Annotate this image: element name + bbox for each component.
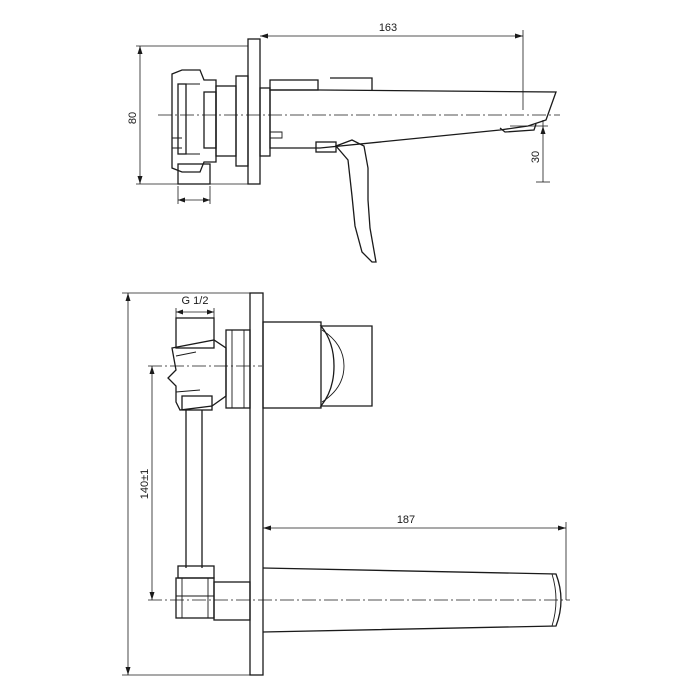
- dim-spout-drop-label: 30: [530, 151, 542, 163]
- dim-stub-width: [177, 186, 211, 204]
- valve-body: [171, 69, 249, 173]
- dim-spout-reach: 187: [263, 514, 567, 600]
- dim-spout-drop-30: 30: [510, 120, 550, 183]
- wall-plate-top: [249, 292, 264, 676]
- mixer-handle-block: [262, 321, 373, 409]
- upper-valve-body: [167, 317, 251, 411]
- dim-length-163: 163: [260, 22, 524, 110]
- dim-height-80: 80: [127, 45, 248, 185]
- connecting-pipe: [185, 410, 203, 568]
- pipe-stub: [177, 163, 211, 185]
- dim-height-label: 80: [127, 112, 139, 124]
- dim-center-distance: 140±1: [139, 366, 155, 600]
- dim-plate-height: [122, 292, 250, 676]
- wall-plate: [247, 38, 261, 185]
- lower-connector: [175, 565, 251, 621]
- top-view: G 1/2 140±1 187: [122, 292, 570, 676]
- dim-length-label: 163: [379, 22, 397, 34]
- dim-spout-reach-label: 187: [397, 514, 415, 526]
- dim-thread-label: G 1/2: [182, 295, 209, 307]
- lever-handle: [334, 139, 377, 263]
- spout-side: [259, 77, 557, 157]
- dim-thread: G 1/2: [175, 295, 215, 320]
- side-view: 163 80 30: [127, 22, 560, 263]
- dim-center-distance-label: 140±1: [139, 469, 151, 500]
